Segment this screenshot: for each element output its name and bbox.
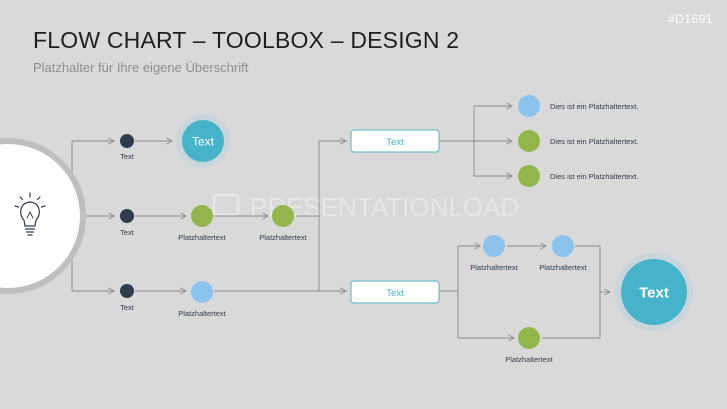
row2-green1-label: Platzhaltertext [178,233,226,242]
lower-green-label: Platzhaltertext [505,355,553,364]
row2-green2 [272,205,294,227]
right-item-1-dot [518,95,540,117]
watermark: PRESENTATIONLOAD [212,192,519,222]
slide-code: #D1691 [667,12,713,26]
watermark-text: PRESENTATIONLOAD [250,192,519,222]
box-bottom-label: Text [386,288,404,299]
row1-circle: Text [176,114,230,168]
lower-blue1-label: Platzhaltertext [470,263,518,272]
start-node [0,138,86,294]
box-top-label: Text [386,137,404,148]
end-circle-label: Text [639,285,669,302]
right-item-3-label: Dies ist ein Platzhaltertext. [550,172,638,181]
lower-blue2-label: Platzhaltertext [539,263,587,272]
row1-circle-label: Text [192,135,215,149]
row2-green2-label: Platzhaltertext [259,233,307,242]
lightbulb-icon [14,192,46,236]
lower-blue2 [552,235,574,257]
row2-dot-label: Text [120,228,135,237]
dark-dots [120,134,134,298]
right-item-3-dot [518,165,540,187]
row3-blue-label: Platzhaltertext [178,309,226,318]
right-item-2-dot [518,130,540,152]
row2-green1 [191,205,213,227]
page-subtitle: Platzhalter für Ihre eigene Überschrift [33,60,249,75]
row1-dot-label: Text [120,152,135,161]
box-bottom: Text [350,280,440,304]
right-item-2-label: Dies ist ein Platzhaltertext. [550,137,638,146]
connectors [71,102,611,342]
node-labels: Text Text Text Platzhaltertext Platzhalt… [120,102,638,364]
right-item-1-label: Dies ist ein Platzhaltertext. [550,102,638,111]
end-circle: Text [615,253,693,331]
lower-blue1 [483,235,505,257]
box-top: Text [350,129,440,153]
row3-dot [120,284,134,298]
row2-dot [120,209,134,223]
row3-dot-label: Text [120,303,135,312]
row1-dot [120,134,134,148]
page-title: FLOW CHART – TOOLBOX – DESIGN 2 [33,27,460,53]
lower-green [518,327,540,349]
row3-blue [191,281,213,303]
